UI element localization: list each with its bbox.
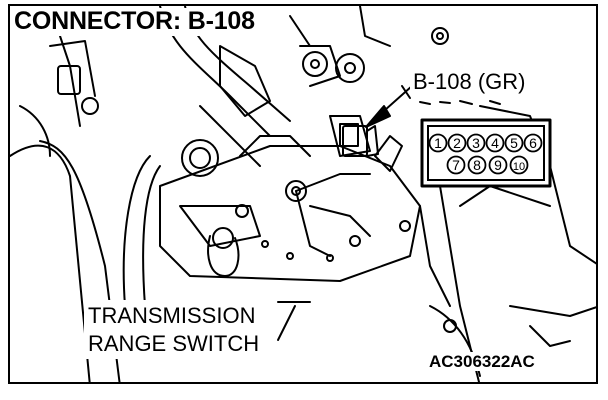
pin-number: 5 [510,135,518,151]
left-hose [10,35,121,382]
grommet [122,139,219,307]
pin-circle [466,133,486,153]
label-leader [401,85,411,99]
component-label-line1: TRANSMISSION [88,303,256,328]
pin-circle [523,133,543,153]
pin-number: 9 [494,157,502,173]
stud-bolt [289,6,449,87]
pin-number: 1 [434,135,442,151]
component-label-line2: RANGE SWITCH [88,330,260,356]
pin-circle [446,155,466,175]
gearbox-housing [159,115,421,282]
connector-title: CONNECTOR: B-108 [12,8,259,36]
pin-number: 6 [529,135,537,151]
pin-circle [488,155,508,175]
component-leader-lines [277,301,311,341]
pin-circle [447,133,467,153]
pin-circle [485,133,505,153]
pin-number: 2 [453,135,461,151]
pin-circle [428,133,448,153]
pin-number: 10 [513,161,525,173]
figure-code: AC306322AC [426,352,538,371]
switch-connector-body [342,125,379,157]
connector-callout-label: B-108 (GR) [410,70,529,94]
component-label: TRANSMISSION RANGE SWITCH [84,300,264,359]
pin-number: 4 [491,135,499,151]
hatch-marks [419,100,501,105]
pin-number: 8 [473,157,481,173]
pin-circle [504,133,524,153]
pin-circle [509,155,529,175]
pin-circle [467,155,487,175]
pin-number: 3 [472,135,480,151]
pin-number: 7 [452,157,460,173]
